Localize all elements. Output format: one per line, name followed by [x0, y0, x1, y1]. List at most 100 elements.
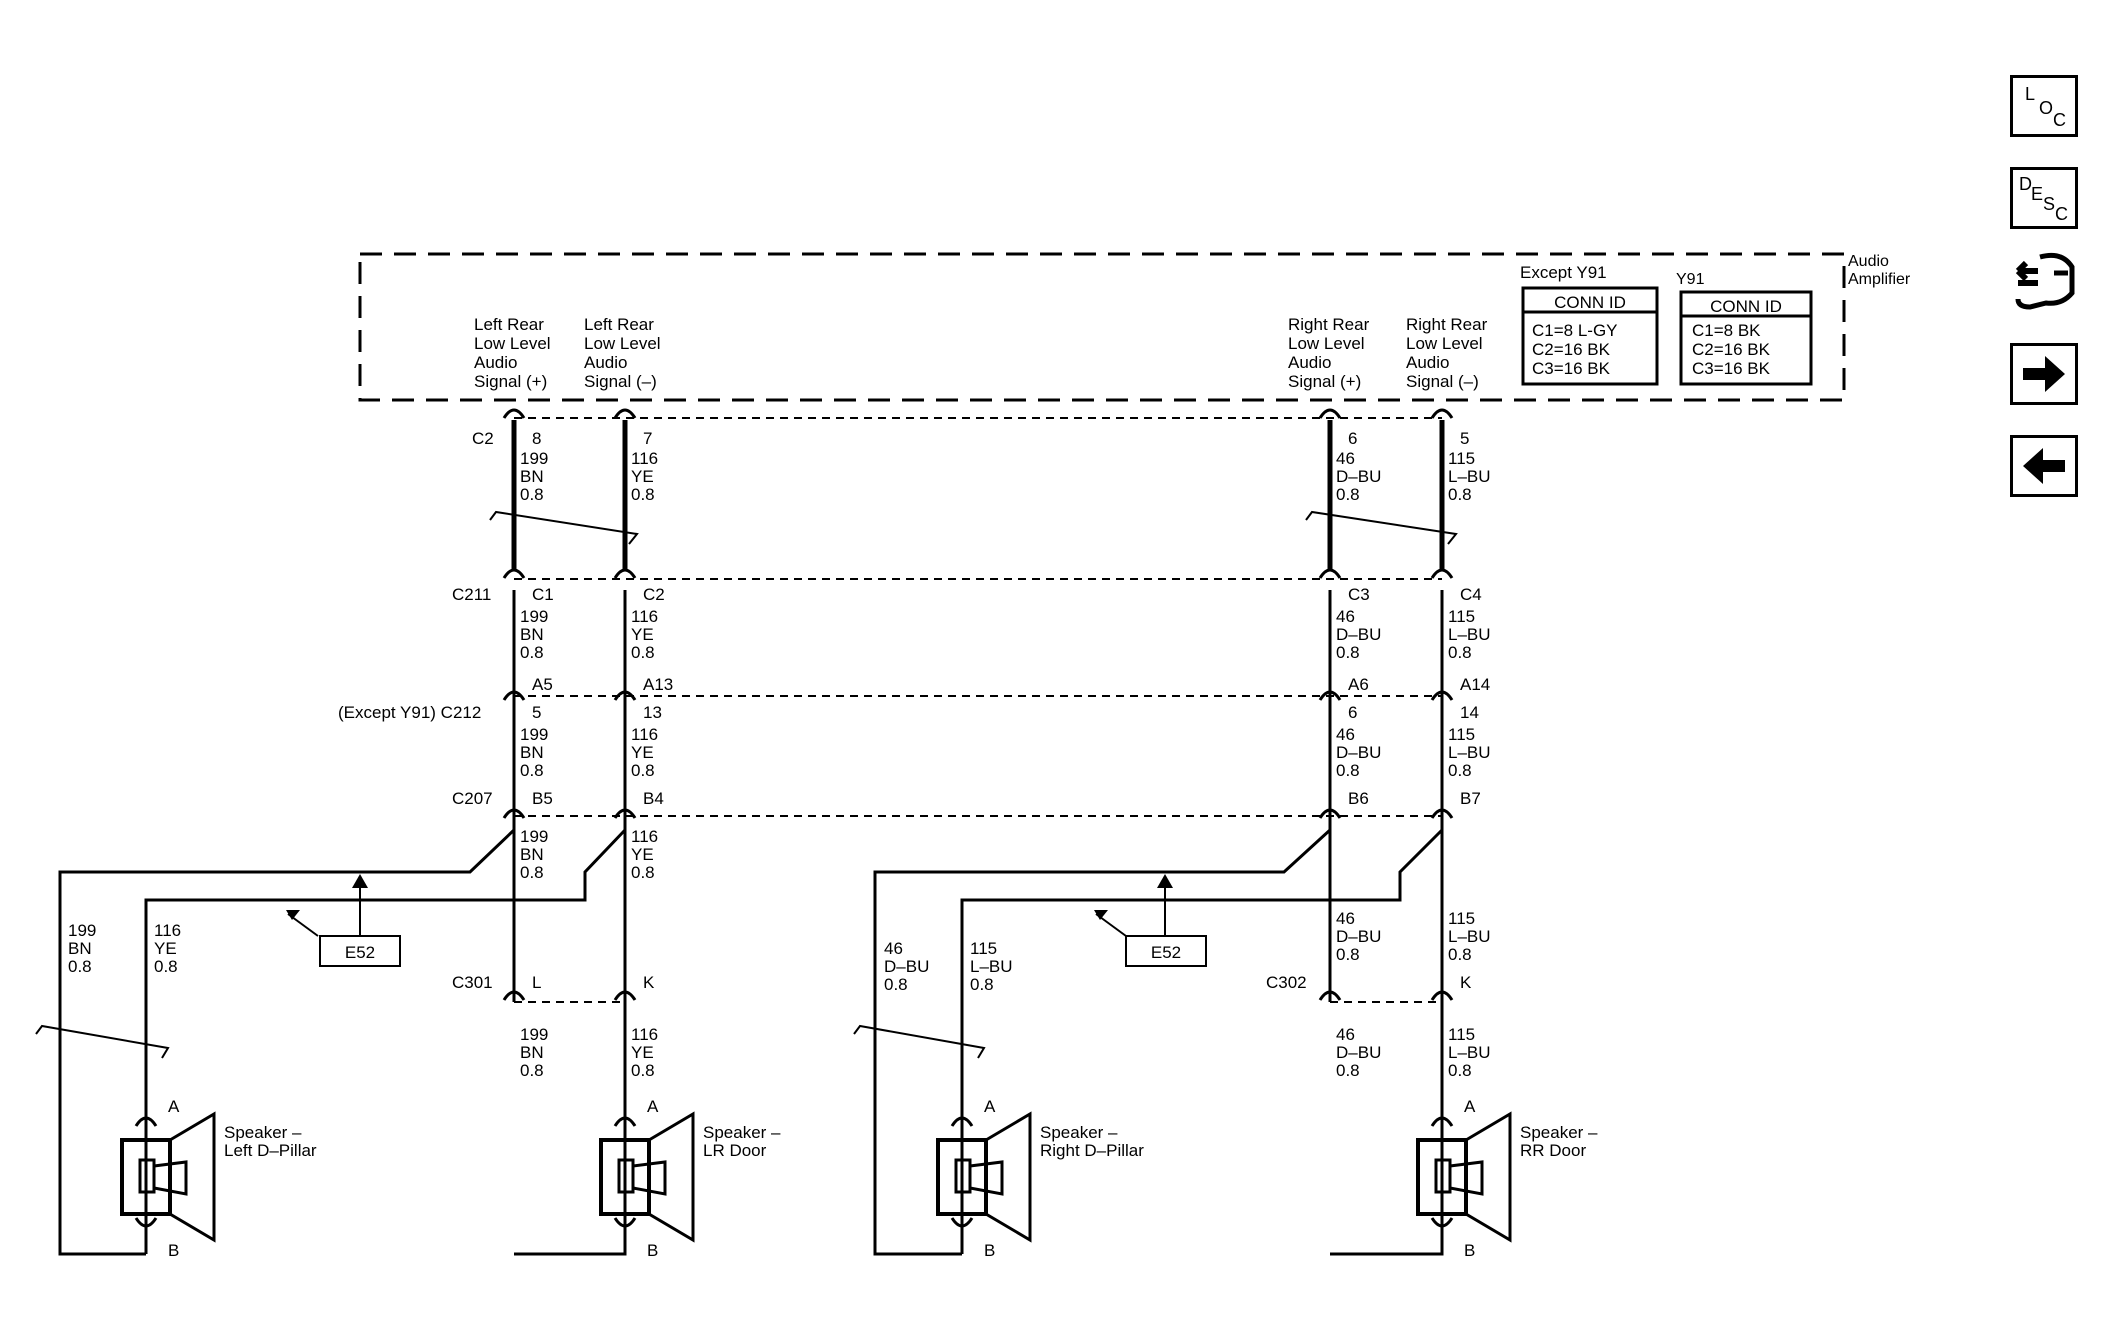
conn-id-box-except-y91: [1521, 286, 1659, 386]
connector-terminal: [613, 568, 637, 579]
conn-id-label-y91: CONN ID: [1710, 297, 1782, 316]
speaker-pin-b: B: [984, 1241, 995, 1260]
connector-terminal: [613, 690, 637, 701]
pin-c207: B6: [1348, 789, 1369, 808]
loc-button[interactable]: L O C: [2010, 75, 2078, 137]
connector-terminal: [1318, 808, 1342, 819]
pin-c2: 7: [643, 429, 652, 448]
loc-letter-c: C: [2053, 110, 2066, 130]
speaker-pin-a: A: [168, 1097, 180, 1116]
desc-button[interactable]: D E S C: [2010, 167, 2078, 229]
connector-c2: C2: [472, 429, 494, 448]
connector-terminal: [502, 690, 526, 701]
y91-conn-row: C3=16 BK: [1692, 359, 1771, 378]
except-conn-row: C1=8 L-GY: [1532, 321, 1618, 340]
connector-c302: C302: [1266, 973, 1307, 992]
pin-c211: C4: [1460, 585, 1482, 604]
speaker-label: Speaker –Left D–Pillar: [224, 1123, 317, 1160]
desc-letter-c: C: [2055, 204, 2068, 224]
connector-terminal: [1318, 568, 1342, 579]
pin-c2: 6: [1348, 429, 1357, 448]
pin-c302: K: [1460, 973, 1472, 992]
except-conn-row: C2=16 BK: [1532, 340, 1611, 359]
connector-terminal: [613, 808, 637, 819]
speaker-pin-b: B: [1464, 1241, 1475, 1260]
arrow-left-icon: [2023, 448, 2065, 484]
connector-terminal: [1430, 990, 1454, 1001]
connector-terminal: [1430, 408, 1454, 419]
conn-id-box-y91: [1679, 290, 1813, 386]
pin-c212: 6: [1348, 703, 1357, 722]
speaker-pin-b: B: [647, 1241, 658, 1260]
speaker-label: Speaker –RR Door: [1520, 1123, 1598, 1160]
amplifier-box: [358, 252, 1846, 402]
speaker-pin-b: B: [168, 1241, 179, 1260]
y91-conn-row: C2=16 BK: [1692, 340, 1771, 359]
desc-letter-e: E: [2031, 184, 2044, 204]
pin-c211: C2: [643, 585, 665, 604]
pin-c301: K: [643, 973, 655, 992]
connector-terminal: [613, 990, 637, 1001]
connector-c301: C301: [452, 973, 493, 992]
e52-label: E52: [345, 943, 375, 962]
pin-c301: L: [532, 973, 541, 992]
desc-letter-d: D: [2019, 174, 2032, 194]
connector-c207: C207: [452, 789, 493, 808]
pin-c207: B4: [643, 789, 664, 808]
pin-a-row: A14: [1460, 675, 1490, 694]
next-page-button[interactable]: [2010, 343, 2078, 405]
connector-terminal: [502, 808, 526, 819]
y91-conn-row: C1=8 BK: [1692, 321, 1761, 340]
pin-c2: 8: [532, 429, 541, 448]
connector-terminal: [502, 568, 526, 579]
desc-letter-s: S: [2043, 194, 2056, 214]
connector-terminal: [1318, 690, 1342, 701]
except-y91-title: Except Y91: [1520, 263, 1607, 282]
except-conn-row: C3=16 BK: [1532, 359, 1611, 378]
previous-page-button[interactable]: [2010, 435, 2078, 497]
speaker-label: Speaker –Right D–Pillar: [1040, 1123, 1144, 1160]
connector-terminal: [502, 990, 526, 1001]
e52-box-right: [1125, 935, 1207, 967]
speaker: [120, 1108, 216, 1243]
connector-c211: C211: [452, 585, 491, 604]
connector-terminal: [1430, 808, 1454, 819]
conn-id-label-except: CONN ID: [1554, 293, 1626, 312]
pin-c212: 14: [1460, 703, 1479, 722]
speaker-pin-a: A: [1464, 1097, 1476, 1116]
arrow-right-icon: [2023, 356, 2065, 392]
pin-a-row: A6: [1348, 675, 1369, 694]
connector-wrench-icon[interactable]: [2010, 247, 2080, 317]
pin-c211: C1: [532, 585, 554, 604]
connector-terminal: [1318, 408, 1342, 419]
pin-c207: B5: [532, 789, 553, 808]
connector-terminal: [502, 408, 526, 419]
connector-terminal: [1430, 690, 1454, 701]
speaker-pin-a: A: [984, 1097, 996, 1116]
connector-c212: (Except Y91) C212: [338, 703, 481, 722]
connector-terminal: [1430, 568, 1454, 579]
pin-c212: 5: [532, 703, 541, 722]
speaker-pin-a: A: [647, 1097, 659, 1116]
